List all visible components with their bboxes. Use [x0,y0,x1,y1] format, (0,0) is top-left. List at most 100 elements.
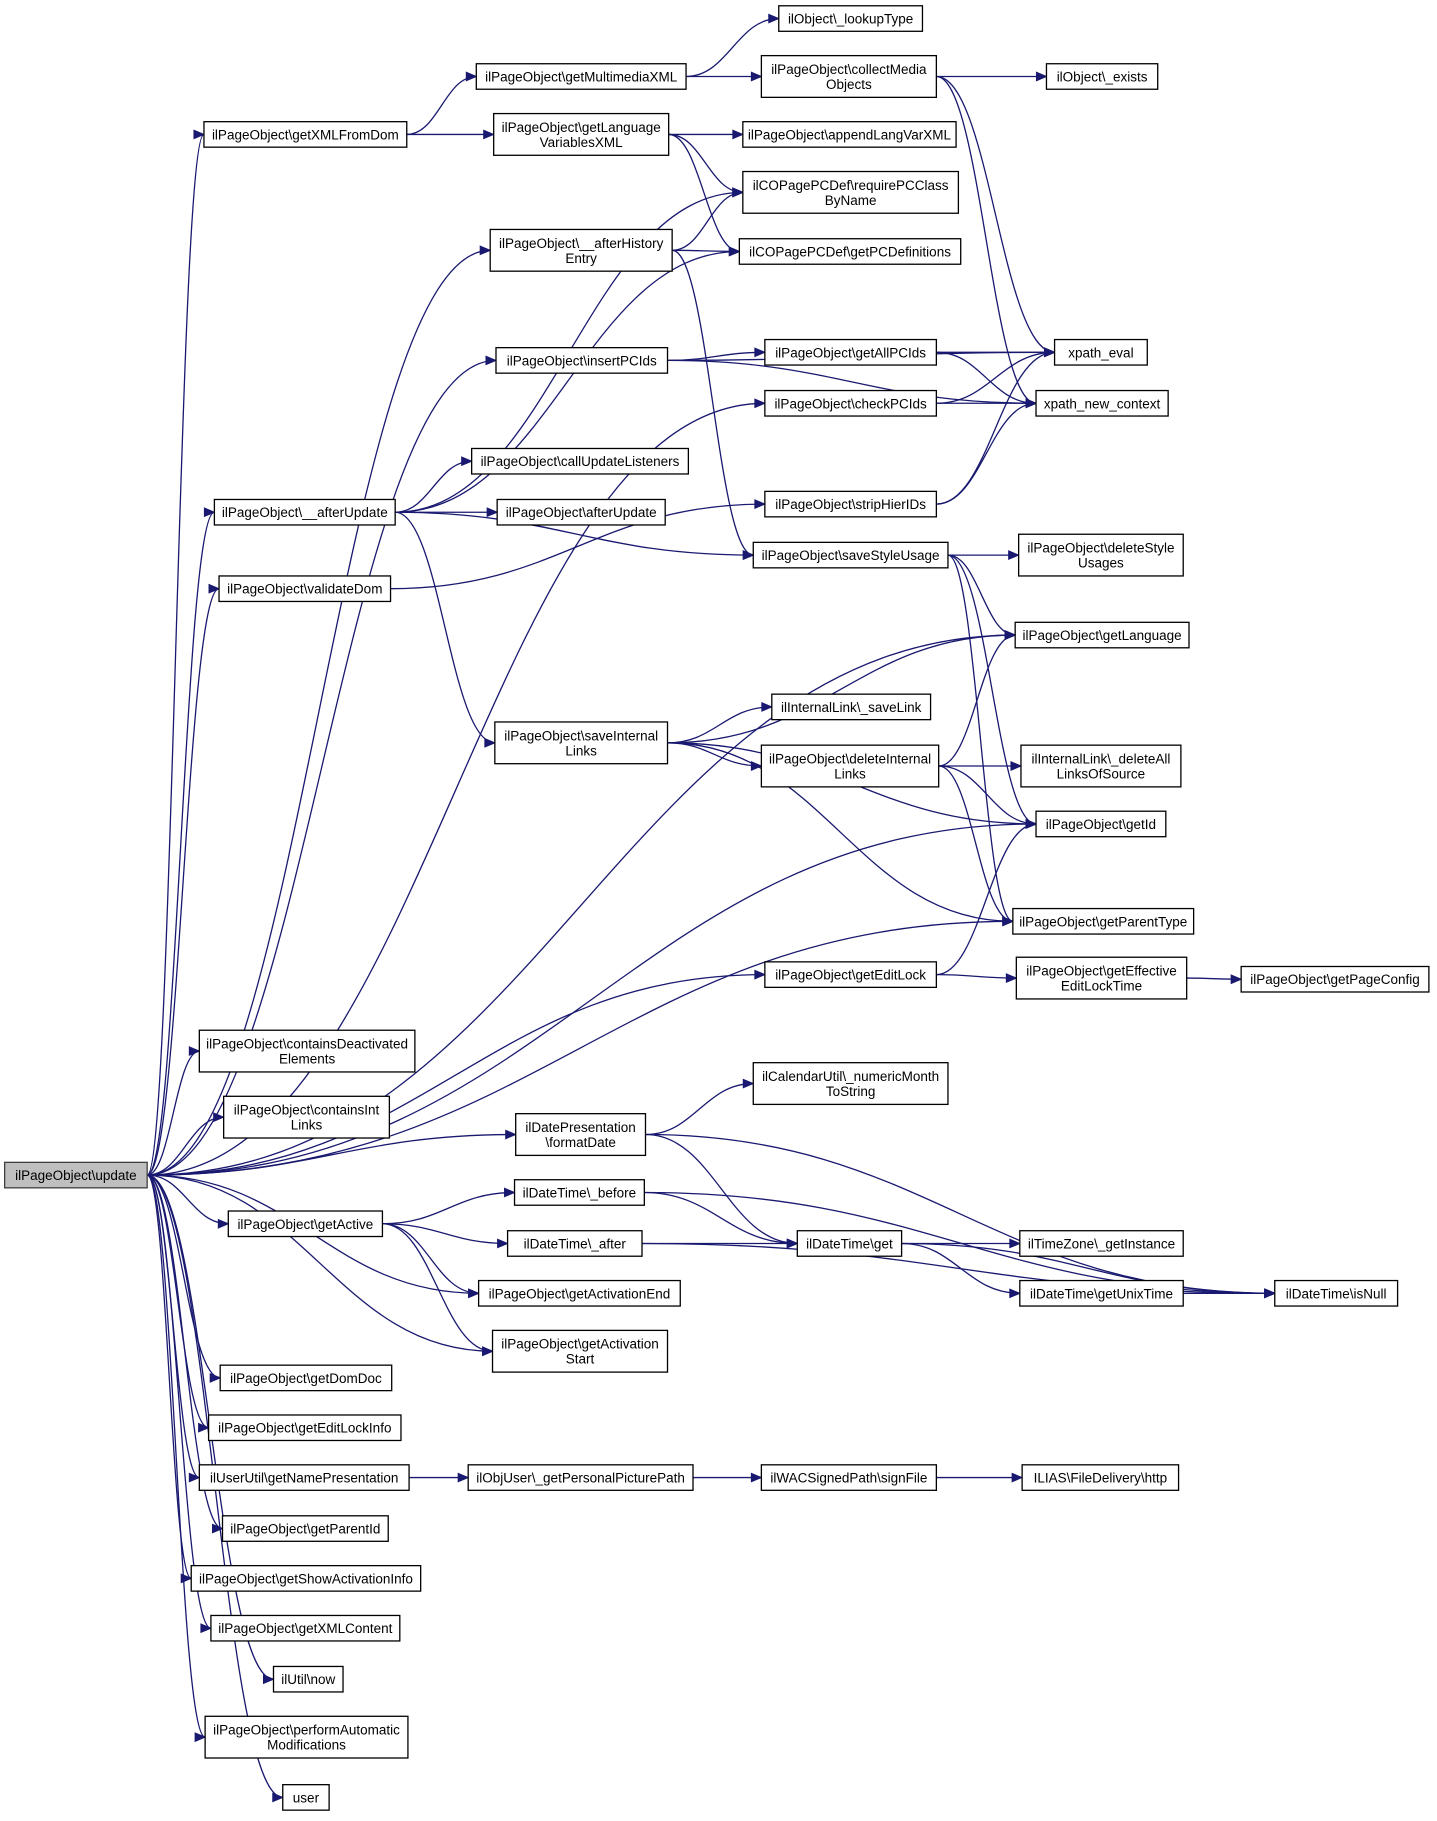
edge-arrowhead [212,1523,224,1534]
graph-node[interactable]: ilObject\_exists [1045,63,1159,90]
graph-node[interactable]: ilDateTime\isNull [1274,1279,1399,1307]
graph-node[interactable]: xpath_new_context [1035,389,1169,417]
graph-node[interactable]: ilPageObject\getId [1035,810,1167,838]
graph-node[interactable]: ilUserUtil\getNamePresentation [198,1464,410,1491]
edge-arrowhead [1004,630,1017,641]
graph-node[interactable]: ilPageObject\getEditLock [764,961,938,989]
graph-node[interactable]: ilObjUser\_getPersonalPicturePath [467,1464,694,1491]
graph-node[interactable]: ilPageObject\__afterUpdate [213,498,396,526]
graph-node[interactable]: ilPageObject\getShowActivationInfo [190,1564,422,1592]
graph-node[interactable]: ilPageObject\checkPCIds [764,389,938,417]
edge-line [146,133,205,1176]
node-label: ilPageObject\saveStyleUsage [762,548,940,563]
graph-node[interactable]: ilPageObject\getLanguage [1014,621,1190,649]
graph-node[interactable]: ilDateTime\get [796,1230,903,1257]
graph-node[interactable]: ILIAS\FileDelivery\http [1021,1464,1180,1491]
graph-node[interactable]: ilPageObject\callUpdateListeners [471,447,690,475]
graph-node[interactable]: ilInternalLink\_saveLink [771,693,932,721]
edge-line [147,1174,493,1352]
graph-node[interactable]: ilDatePresentation\formatDate [515,1113,647,1157]
edge-arrowhead [1230,974,1243,985]
node-box [1014,621,1190,649]
edge-arrowhead [198,1422,210,1433]
graph-node[interactable]: ilPageObject\validateDom [218,575,392,603]
node-label: ilPageObject\getEditLockInfo [218,1421,391,1436]
node-box [1021,1464,1180,1491]
graph-node[interactable]: ilPageObject\getDomDoc [219,1364,393,1392]
graph-node[interactable]: ilPageObject\afterUpdate [496,498,666,526]
edge-line [147,1174,229,1225]
node-label: xpath_eval [1068,345,1133,360]
node-box [471,447,690,475]
graph-node[interactable]: ilPageObject\getXMLFromDom [203,121,408,148]
graph-node[interactable]: ilPageObject\getMultimediaXML [475,63,687,90]
graph-node[interactable]: ilObject\_lookupType [778,5,924,32]
graph-node[interactable]: xpath_eval [1053,338,1148,366]
node-label: ilDateTime\isNull [1286,1286,1387,1301]
graph-node[interactable]: ilPageObject\getXMLContent [210,1614,401,1642]
edge-arrowhead [483,129,495,140]
node-label: ilPageObject\insertPCIds [507,353,657,368]
graph-node[interactable]: ilPageObject\getPageConfig [1240,965,1430,993]
graph-node[interactable]: user [282,1784,330,1811]
node-label: ilPageObject\getActive [237,1217,373,1232]
graph-node[interactable]: ilWACSignedPath\signFile [760,1464,938,1491]
edge-arrowhead [482,1346,494,1357]
node-box [760,744,940,788]
graph-node[interactable]: ilPageObject\getEditLockInfo [207,1414,402,1442]
graph-node[interactable]: ilPageObject\getParentId [221,1515,389,1542]
edge-arrowhead [486,507,499,518]
graph-node[interactable]: ilPageObject\insertPCIds [495,347,669,374]
edge-arrowhead [732,129,745,140]
edge-arrowhead [262,1674,275,1685]
graph-node[interactable]: ilPageObject\saveStyleUsage [752,541,949,569]
node-box [475,63,687,90]
graph-node[interactable]: ilTimeZone\_getInstance [1019,1230,1184,1257]
graph-node[interactable]: ilDateTime\_before [513,1179,645,1206]
node-label: ilInternalLink\_deleteAll [1032,752,1171,767]
graph-node[interactable]: ilPageObject\getActive [227,1210,384,1238]
edge-line [395,511,754,556]
graph-node[interactable]: ilDateTime\_after [506,1230,643,1257]
graph-node[interactable]: ilCOPagePCDef\getPCDefinitions [738,238,962,265]
node-label: ilPageObject\getId [1046,817,1156,832]
node-label: ilPageObject\getLanguage [1023,628,1182,643]
edge-line [645,1133,798,1245]
graph-node[interactable]: ilPageObject\stripHierIDs [764,490,938,518]
graph-node[interactable]: ilPageObject\getParentType [1012,907,1195,935]
graph-node[interactable]: ilDateTime\getUnixTime [1019,1279,1184,1307]
edge-line [667,634,1016,744]
graph-node[interactable]: ilPageObject\performAutomaticModificatio… [204,1715,409,1759]
node-label: ByName [825,193,877,208]
graph-node[interactable]: ilPageObject\getActivationEnd [477,1279,681,1307]
graph-node[interactable]: ilPageObject\getAllPCIds [764,338,938,366]
edge-arrowhead [188,1046,201,1057]
node-label: ilPageObject\getParentType [1019,914,1187,929]
node-label: ilPageObject\getAllPCIds [775,345,926,360]
node-box [1017,533,1184,577]
graph-node[interactable]: ilPageObject\appendLangVarXML [742,121,957,148]
node-box [204,1715,409,1759]
node-box [764,389,938,417]
node-label: Start [566,1352,595,1367]
graph-node[interactable]: ilPageObject\update [3,1161,148,1189]
edge-line [406,75,477,136]
edge-arrowhead [479,245,492,256]
node-box [207,1414,402,1442]
node-box [1020,744,1182,788]
edge-line [671,249,754,556]
graph-node[interactable]: ilUtil\now [272,1665,344,1693]
